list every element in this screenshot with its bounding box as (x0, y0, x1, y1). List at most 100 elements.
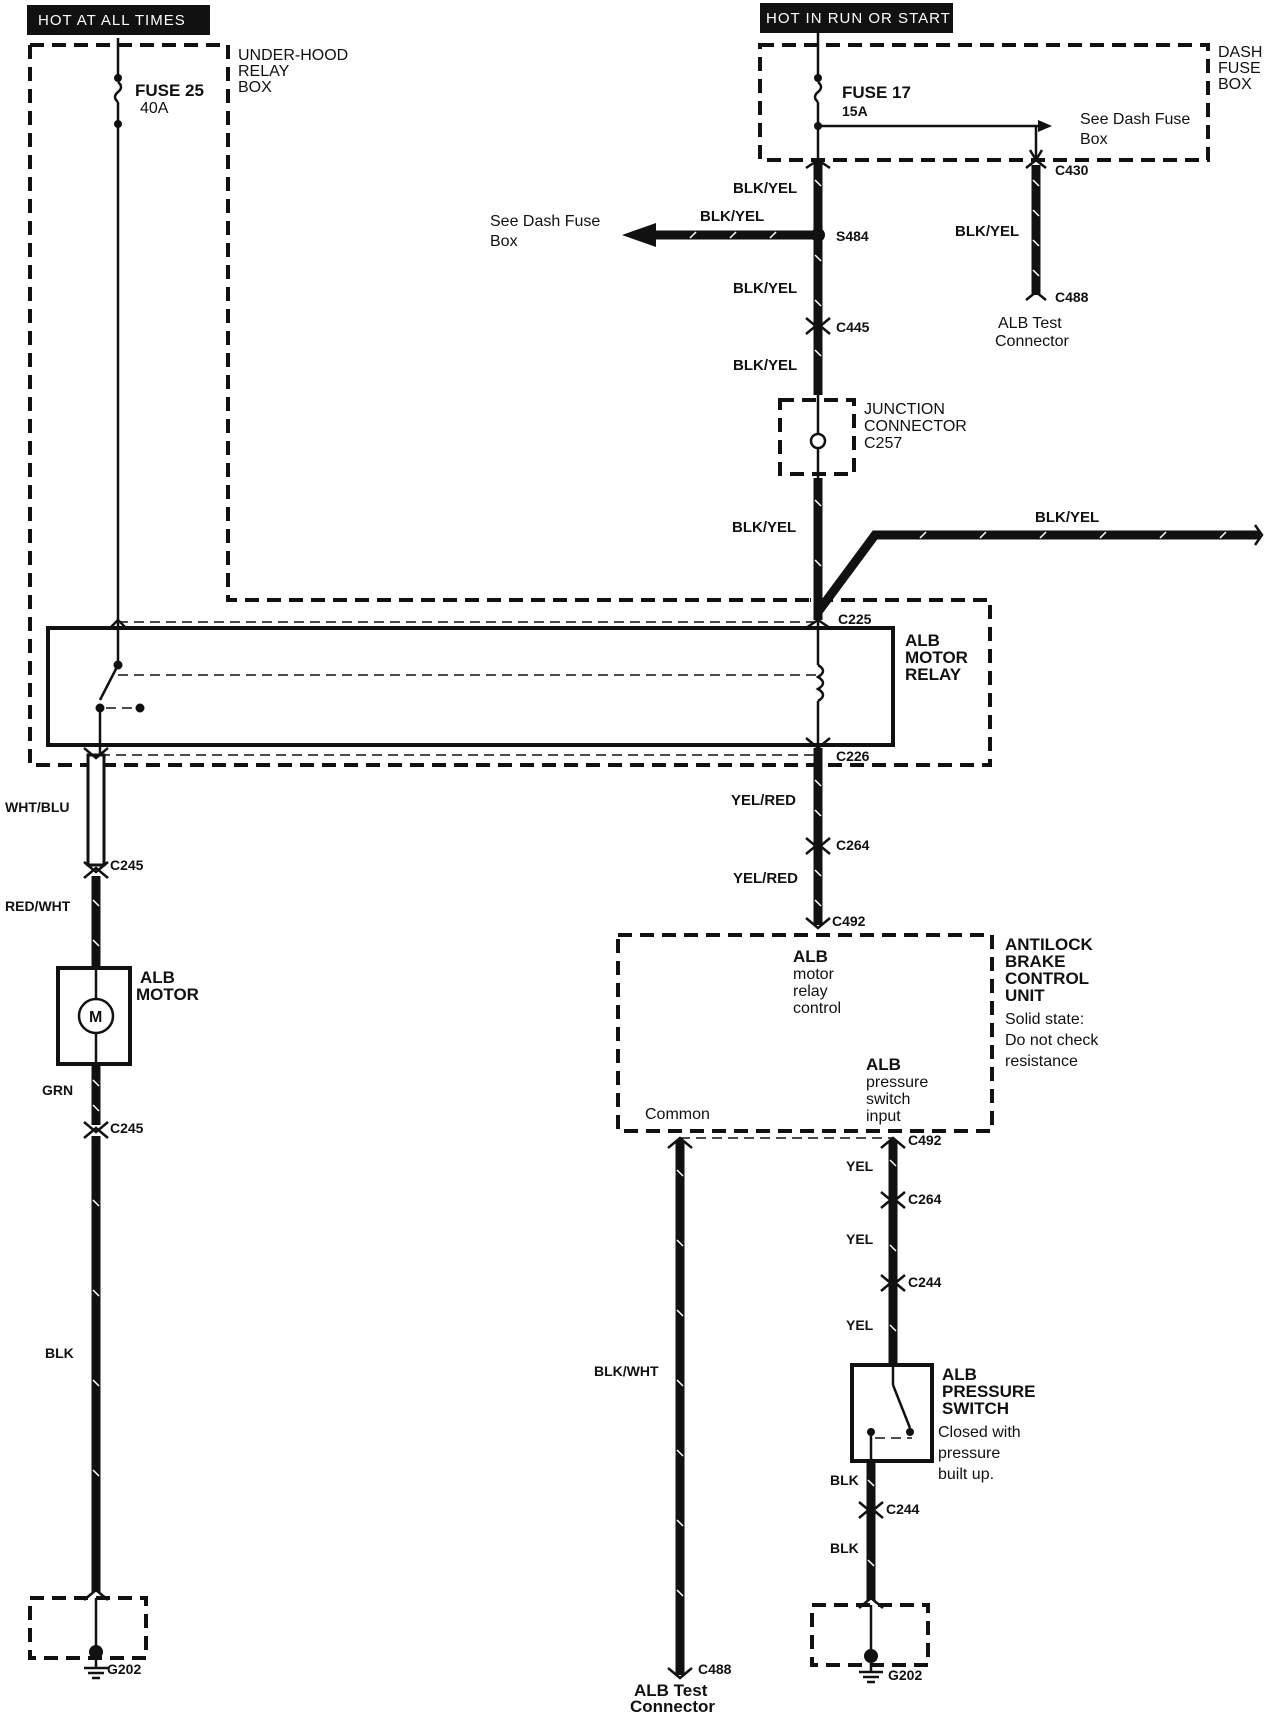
svg-text:Box: Box (1080, 131, 1108, 148)
svg-text:Solid state:: Solid state: (1005, 1011, 1084, 1028)
wire-color-yel-red-2: YEL/RED (733, 870, 798, 887)
svg-text:ALB: ALB (140, 968, 175, 987)
svg-text:Connector: Connector (630, 1697, 715, 1716)
underhood-relay-box-label: UNDER-HOOD RELAY BOX (238, 47, 348, 96)
c264-label-upper: C264 (836, 837, 870, 853)
svg-text:Do not check: Do not check (1005, 1032, 1099, 1049)
svg-text:See Dash Fuse: See Dash Fuse (1080, 111, 1190, 128)
c492-label-lower: C492 (908, 1132, 942, 1148)
c445-label: C445 (836, 319, 870, 335)
g202-label-left: G202 (107, 1661, 141, 1677)
hot-in-run-or-start-label: HOT IN RUN OR START (766, 10, 951, 27)
junction-connector-label: JUNCTION CONNECTOR C257 (864, 401, 967, 452)
wire-color-blk-left: BLK (45, 1345, 74, 1361)
fuse-25-rating: 40A (140, 100, 169, 117)
svg-text:RELAY: RELAY (238, 63, 290, 80)
hot-at-all-times-tag: HOT AT ALL TIMES (27, 5, 210, 35)
c430-label: C430 (1055, 162, 1089, 178)
see-dash-fuse-box-ref-right: See Dash Fuse Box (1080, 111, 1190, 148)
svg-text:ALB: ALB (866, 1055, 901, 1074)
ground-splice-left (89, 1645, 103, 1659)
alb-motor-relay-box (46, 626, 895, 747)
svg-text:MOTOR: MOTOR (136, 985, 199, 1004)
antilock-brake-control-unit-box (616, 933, 994, 1133)
svg-text:CONNECTOR: CONNECTOR (864, 418, 967, 435)
arrow-right-icon (1038, 120, 1052, 132)
c488-label-bottom: C488 (698, 1661, 732, 1677)
pressure-switch-contacts (867, 1365, 914, 1461)
fuse-25: FUSE 25 40A (113, 38, 204, 128)
c244-label-lower: C244 (886, 1501, 920, 1517)
svg-text:built up.: built up. (938, 1466, 994, 1483)
fuse-17: FUSE 17 15A (813, 33, 911, 160)
junction-connector-pin (809, 432, 827, 450)
c264-lower-connector-icon (880, 1191, 906, 1209)
c445-connector-icon (805, 317, 831, 335)
svg-text:C257: C257 (864, 435, 902, 452)
wire-color-red-wht: RED/WHT (5, 898, 71, 914)
svg-text:BOX: BOX (238, 79, 272, 96)
c430-c488-connector-icons (1025, 158, 1047, 301)
svg-text:ANTILOCK: ANTILOCK (1005, 935, 1094, 954)
ground-splice-right (864, 1649, 878, 1663)
c492-label-upper: C492 (832, 913, 866, 929)
wire-color-blk-wht: BLK/WHT (594, 1363, 659, 1379)
wire-color-yel-red-1: YEL/RED (731, 792, 796, 809)
wire-color-wht-blu: WHT/BLU (5, 799, 70, 815)
wire-color-blk-yel-branch: BLK/YEL (700, 208, 764, 225)
alb-motor-label: ALB MOTOR (136, 968, 199, 1004)
svg-text:ALB: ALB (942, 1365, 977, 1384)
wire-color-blk-yel-4: BLK/YEL (732, 519, 796, 536)
c245-label-upper: C245 (110, 857, 144, 873)
s484-label: S484 (836, 228, 869, 244)
svg-text:motor: motor (793, 966, 835, 983)
svg-text:ALB: ALB (905, 631, 940, 650)
svg-text:pressure: pressure (938, 1445, 1000, 1462)
c245-label-lower: C245 (110, 1120, 144, 1136)
antilock-unit-label: ANTILOCK BRAKE CONTROL UNIT (1005, 935, 1094, 1005)
c488-label-top: C488 (1055, 289, 1089, 305)
hot-in-run-or-start-tag: HOT IN RUN OR START (760, 3, 953, 33)
svg-text:ALB Test: ALB Test (998, 315, 1062, 332)
alb-motor-relay-label: ALB MOTOR RELAY (905, 631, 968, 684)
svg-text:UNDER-HOOD: UNDER-HOOD (238, 47, 348, 64)
svg-text:input: input (866, 1108, 901, 1125)
dash-fuse-box-label: DASH FUSE BOX (1218, 44, 1262, 93)
svg-text:SWITCH: SWITCH (942, 1399, 1009, 1418)
svg-text:pressure: pressure (866, 1074, 928, 1091)
wire-color-yel-1: YEL (846, 1158, 874, 1174)
g202-left-box (28, 1596, 148, 1660)
wht-blu-wire (86, 753, 106, 867)
see-dash-fuse-box-ref-left: See Dash Fuse Box (490, 213, 600, 250)
dash-fuse-box-outline (758, 43, 1210, 162)
wire-color-yel-3: YEL (846, 1317, 874, 1333)
underhood-relay-box-outline (28, 43, 992, 767)
arrow-left-icon (622, 223, 656, 247)
svg-text:PRESSURE: PRESSURE (942, 1382, 1036, 1401)
ground-icon-right (859, 1663, 883, 1684)
pin-pressure-switch-input: ALB pressure switch input (866, 1055, 928, 1125)
fuse-25-name: FUSE 25 (135, 81, 204, 100)
svg-text:relay: relay (793, 983, 828, 1000)
svg-text:Connector: Connector (995, 333, 1069, 350)
wire-color-blk-yel-right: BLK/YEL (1035, 509, 1099, 526)
ground-icon-left (84, 1659, 108, 1680)
motor-icon (77, 997, 115, 1035)
c244-upper-connector-icon (880, 1274, 906, 1292)
svg-text:UNIT: UNIT (1005, 986, 1045, 1005)
pressure-switch-note: Closed with pressure built up. (938, 1424, 1021, 1483)
svg-text:BOX: BOX (1218, 76, 1252, 93)
svg-text:switch: switch (866, 1091, 910, 1108)
c245-upper-connector-icon (83, 861, 109, 879)
c264-upper-connector-icon (805, 837, 831, 855)
c245-lower-connector-icon (83, 1121, 109, 1139)
wire-color-blk-yel-1: BLK/YEL (733, 180, 797, 197)
svg-text:RELAY: RELAY (905, 665, 962, 684)
pin-common: Common (645, 1106, 710, 1123)
c244-label-upper: C244 (908, 1274, 942, 1290)
svg-text:See Dash Fuse: See Dash Fuse (490, 213, 600, 230)
fuse-17-connector-icon (805, 158, 831, 170)
alb-test-connector-bottom: ALB Test Connector (630, 1681, 715, 1716)
pin-motor-relay-control: ALB motor relay control (793, 947, 841, 1017)
